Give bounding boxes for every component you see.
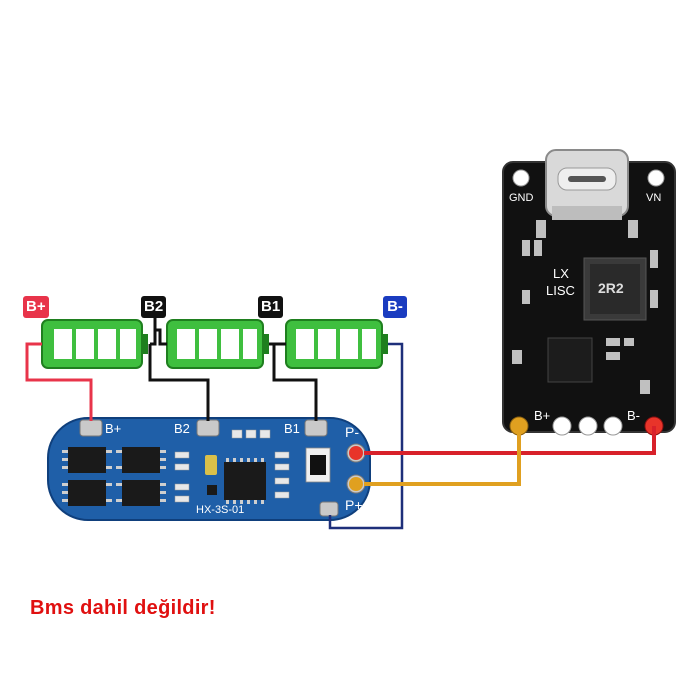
wire-b-minus (328, 342, 404, 530)
bms-label-b-plus: B+ (105, 421, 122, 436)
bms-label-p-minus: P- (345, 424, 359, 440)
charger-label-lisc: LISC (546, 283, 575, 298)
protection-ic (224, 462, 266, 500)
charger-label-b-minus: B- (627, 408, 640, 423)
mosfet-chip (122, 480, 160, 506)
mosfet-chip (68, 447, 106, 473)
bms-pad-b-plus (79, 419, 103, 437)
battery-tag-b2: B2 (141, 296, 167, 318)
battery-tag-b-minus: B- (383, 296, 407, 318)
charger-label-gnd: GND (509, 192, 534, 204)
inductor-label: 2R2 (598, 280, 624, 296)
wire-b-plus (25, 342, 93, 421)
battery-tag-b1: B1 (258, 296, 284, 318)
bms-label-p-plus: P+ (345, 497, 363, 513)
bms-model-label: HX-3S-01 (196, 504, 245, 516)
battery-cell (166, 319, 269, 369)
wire-b1 (272, 344, 318, 421)
bms-label-b1: B1 (284, 421, 300, 436)
bms-pad-b1 (304, 419, 328, 437)
bms-board (47, 417, 371, 521)
battery-tag-b-plus: B+ (23, 296, 49, 318)
charger-label-vn: VN (646, 192, 662, 204)
mosfet-chip (68, 480, 106, 506)
battery-cell (285, 319, 388, 369)
bms-label-b2: B2 (174, 421, 190, 436)
battery-cell (41, 319, 148, 369)
wire-p-minus-to-charger (364, 426, 656, 455)
charger-label-b-plus: B+ (534, 408, 551, 423)
bms-pad-b2 (196, 419, 220, 437)
wire-b2 (148, 344, 210, 421)
charger-label-lx: LX (553, 266, 569, 281)
wire-p-plus-to-charger (364, 426, 521, 486)
bms-pad-b-minus (319, 501, 339, 517)
warning-caption: Bms dahil değildir! (30, 597, 216, 619)
mosfet-chip (122, 447, 160, 473)
charger-ic (547, 337, 593, 383)
